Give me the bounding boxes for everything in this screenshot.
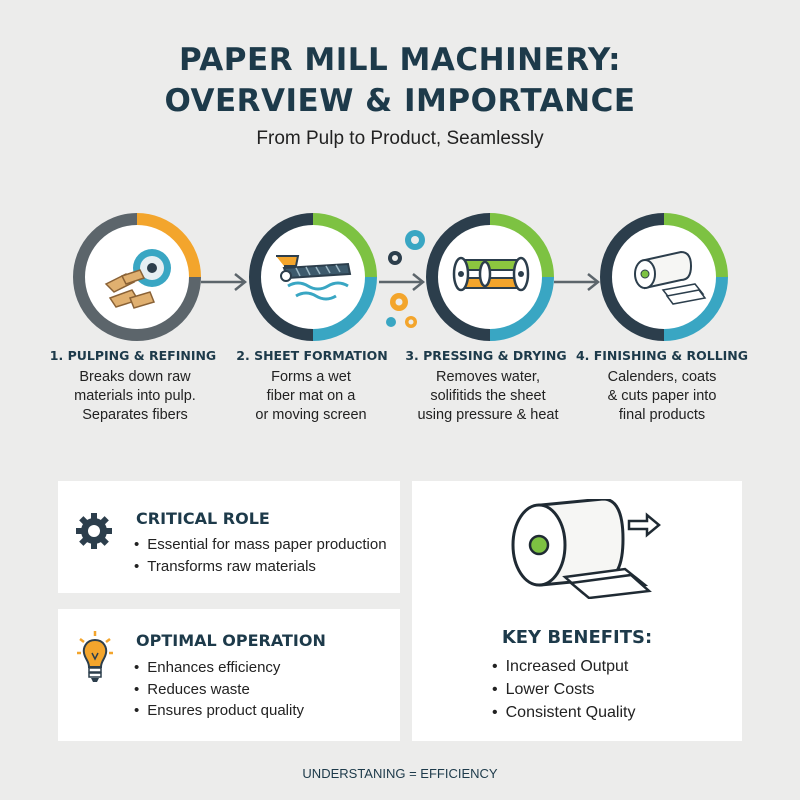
step-4-desc-line: & cuts paper into — [607, 388, 717, 404]
optimal-operation-title: OPTIMAL OPERATION — [136, 631, 326, 650]
gears-decoration-icon — [386, 230, 425, 328]
paper-roll-icon — [600, 213, 728, 341]
step-4-description: Calenders, coats & cuts paper into final… — [582, 368, 742, 425]
key-benefits-card: KEY BENEFITS: Increased Output Lower Cos… — [412, 481, 742, 741]
list-item: Lower Costs — [492, 678, 635, 701]
step-3-title: 3. PRESSING & DRYING — [405, 348, 567, 363]
step-1-desc-line: Breaks down raw — [79, 369, 191, 385]
step-3-desc-line: using pressure & heat — [417, 407, 559, 423]
footer-tagline: UNDERSTANING = EFFICIENCY — [302, 766, 498, 781]
step-4-desc-line: final products — [618, 407, 706, 423]
critical-role-title: CRITICAL ROLE — [136, 509, 270, 528]
step-3-desc-line: solifitids the sheet — [430, 388, 546, 404]
forming-screen-icon — [249, 213, 377, 341]
key-benefits-title: KEY BENEFITS: — [501, 627, 653, 648]
flow-arrow-3 — [554, 273, 601, 291]
critical-role-card: CRITICAL ROLE Essential for mass paper p… — [58, 481, 400, 593]
lightbulb-icon — [77, 631, 113, 682]
step-2-title: 2. SHEET FORMATION — [236, 348, 388, 363]
key-benefits-list: Increased Output Lower Costs Consistent … — [492, 655, 636, 724]
step-2-desc-line: Forms a wet — [271, 369, 351, 385]
list-item: Consistent Quality — [492, 701, 636, 724]
gear-icon — [76, 513, 112, 549]
step-3-description: Removes water, solifitids the sheet usin… — [408, 368, 568, 425]
flow-arrow-1 — [201, 273, 248, 291]
step-1-title: 1. PULPING & REFINING — [49, 348, 217, 363]
page-title-line-1: PAPER MILL MACHINERY: — [178, 42, 622, 78]
page-title-line-2: OVERVIEW & IMPORTANCE — [164, 83, 636, 119]
list-item: Enhances efficiency — [134, 657, 304, 679]
step-1-desc-line: materials into pulp. — [74, 388, 196, 404]
press-rollers-icon — [426, 213, 554, 341]
optimal-operation-card: OPTIMAL OPERATION Enhances efficiency Re… — [58, 609, 400, 741]
step-4-desc-line: Calenders, coats — [607, 369, 717, 385]
critical-role-list: Essential for mass paper production Tran… — [134, 534, 387, 578]
pulp-bales-icon — [73, 213, 201, 341]
list-item: Essential for mass paper production — [134, 534, 386, 556]
step-3-desc-line: Removes water, — [436, 369, 540, 385]
optimal-operation-list: Enhances efficiency Reduces waste Ensure… — [134, 657, 304, 722]
list-item: Transforms raw materials — [134, 556, 387, 578]
step-4-title: 4. FINISHING & ROLLING — [575, 348, 749, 363]
step-1-desc-line: Separates fibers — [82, 407, 188, 423]
paper-roll-icon — [511, 499, 661, 599]
page-subtitle: From Pulp to Product, Seamlessly — [256, 128, 544, 149]
step-1-description: Breaks down raw materials into pulp. Sep… — [55, 368, 215, 425]
flow-arrow-2 — [379, 273, 426, 291]
list-item: Ensures product quality — [134, 700, 304, 722]
step-2-desc-line: fiber mat on a — [266, 388, 356, 404]
step-2-desc-line: or moving screen — [255, 407, 367, 423]
list-item: Increased Output — [492, 655, 635, 678]
list-item: Reduces waste — [134, 679, 304, 701]
step-2-description: Forms a wet fiber mat on a or moving scr… — [231, 368, 391, 425]
